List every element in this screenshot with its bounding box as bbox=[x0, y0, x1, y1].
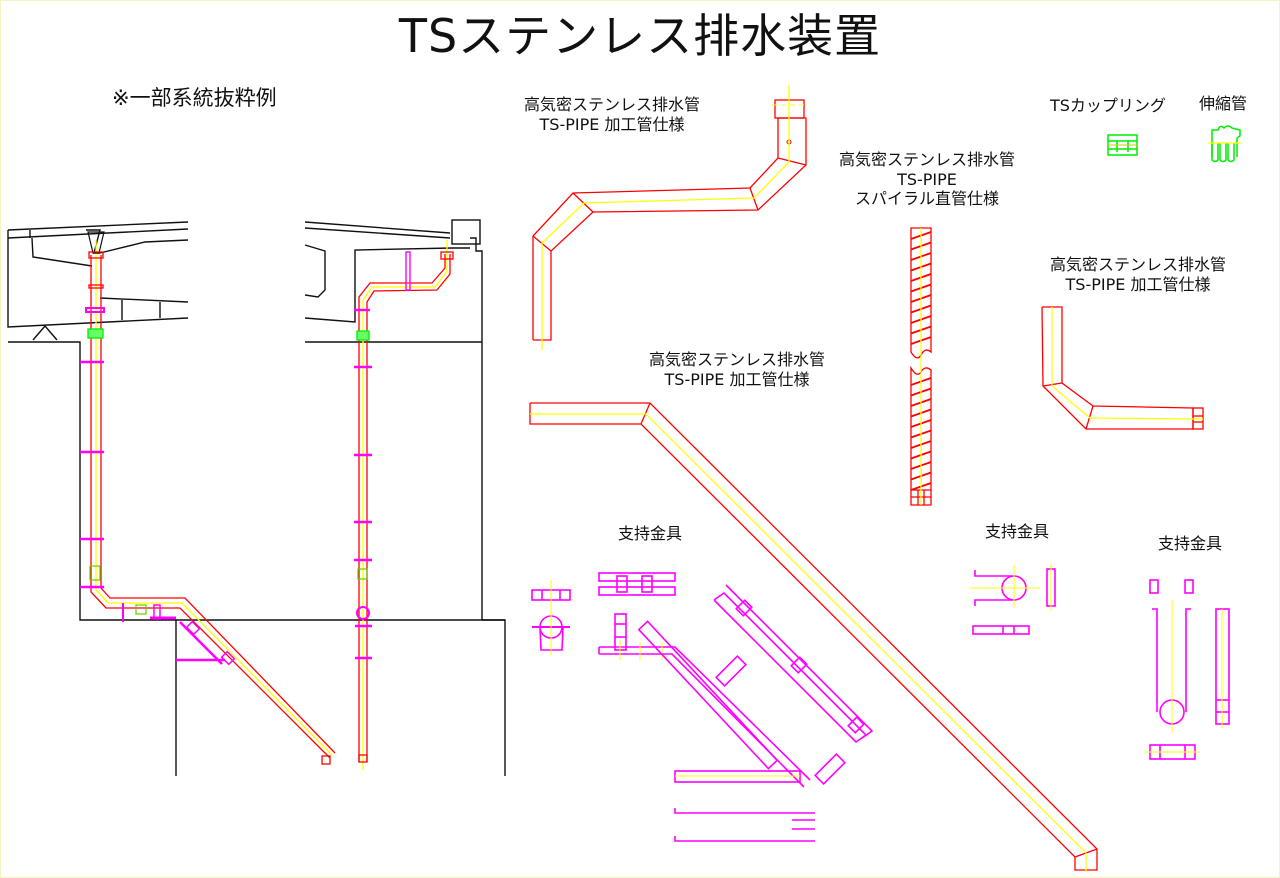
label-line: 高気密ステンレス排水管 bbox=[648, 350, 825, 369]
expansion-joint-icon bbox=[1208, 125, 1242, 163]
label-pipe-spiral: 高気密ステンレス排水管 TS-PIPE スパイラル直管仕様 bbox=[827, 150, 1027, 209]
label-bracket: 支持金具 bbox=[618, 524, 683, 543]
fabricated-pipe-top bbox=[532, 85, 808, 350]
label-line: TS-PIPE 加工管仕様 bbox=[1065, 274, 1211, 294]
drawing-subtitle: ※一部系統抜粋例 bbox=[112, 86, 277, 110]
bracket-group-1 bbox=[531, 572, 874, 842]
label-line: TS-PIPE 加工管仕様 bbox=[664, 369, 810, 389]
label-expansion-joint: 伸縮管 bbox=[1199, 94, 1248, 113]
label-line: スパイラル直管仕様 bbox=[854, 189, 999, 209]
label-line: 高気密ステンレス排水管 bbox=[523, 95, 700, 114]
structure-middle bbox=[304, 219, 505, 621]
label-bracket: 支持金具 bbox=[985, 522, 1050, 541]
label-line: TS-PIPE bbox=[897, 169, 957, 189]
spiral-pipe bbox=[910, 227, 932, 506]
fabricated-pipe-right bbox=[1041, 306, 1204, 430]
drain-pipe-left bbox=[87, 231, 336, 765]
coupling-icon bbox=[1107, 134, 1138, 156]
drawing-title: TSステンレス排水装置 bbox=[398, 9, 882, 63]
drain-pipe-middle bbox=[354, 240, 454, 770]
fabricated-pipe-diagonal bbox=[529, 402, 1098, 872]
label-bracket: 支持金具 bbox=[1158, 534, 1223, 553]
label-coupling: TSカップリング bbox=[1050, 96, 1166, 115]
label-pipe-fabricated-diagonal: 高気密ステンレス排水管 TS-PIPE 加工管仕様 bbox=[637, 350, 837, 389]
bracket-group-2 bbox=[970, 564, 1056, 635]
label-line: 高気密ステンレス排水管 bbox=[838, 150, 1015, 169]
label-line: 高気密ステンレス排水管 bbox=[1049, 255, 1226, 274]
bracket-group-3 bbox=[1145, 579, 1230, 760]
pipe-fittings-left bbox=[80, 251, 236, 666]
structure-left bbox=[7, 221, 506, 776]
label-line: TS-PIPE 加工管仕様 bbox=[539, 114, 685, 134]
label-pipe-fabricated-top: 高気密ステンレス排水管 TS-PIPE 加工管仕様 bbox=[512, 95, 712, 134]
label-pipe-fabricated-right: 高気密ステンレス排水管 TS-PIPE 加工管仕様 bbox=[1038, 255, 1238, 294]
